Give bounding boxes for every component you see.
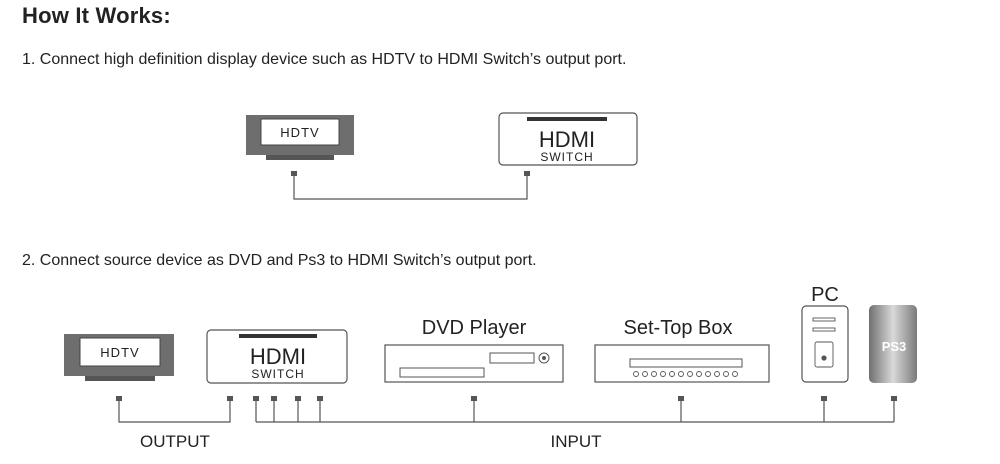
hdtv-device-2: HDTV: [64, 334, 174, 381]
pc-label: PC: [811, 284, 839, 306]
hdtv-device-1: HDTV: [246, 115, 354, 160]
hdmi-cable-1: [291, 171, 530, 200]
ps3-logo-text: PS3: [882, 339, 907, 354]
step-1-text: 1. Connect high definition display devic…: [22, 51, 627, 68]
ps3-console-device: PS3: [869, 305, 917, 383]
hdmi-switch-title: HDMI: [539, 127, 595, 152]
hdmi-switch-sub-2: SWITCH: [251, 367, 304, 381]
hdtv-label: HDTV: [280, 125, 319, 140]
hdtv-label-2: HDTV: [100, 345, 139, 360]
set-top-box-device: Set-Top Box: [594, 317, 770, 383]
input-cable-bus: [253, 396, 897, 423]
dvd-player-label: DVD Player: [422, 317, 527, 339]
output-label: OUTPUT: [140, 432, 210, 451]
step-2-text: 2. Connect source device as DVD and Ps3 …: [22, 252, 537, 269]
output-cable: [116, 396, 233, 423]
hdmi-switch-2: HDMI SWITCH: [206, 329, 348, 384]
input-label: INPUT: [551, 432, 602, 451]
hdmi-switch-sub: SWITCH: [540, 150, 593, 164]
hdmi-switch-title-2: HDMI: [250, 344, 306, 369]
page-title: How It Works:: [22, 3, 171, 28]
pc-tower-device: PC: [801, 284, 849, 383]
hdmi-switch-1: HDMI SWITCH: [498, 112, 638, 166]
set-top-box-label: Set-Top Box: [624, 317, 733, 339]
dvd-player-device: DVD Player: [384, 317, 564, 383]
